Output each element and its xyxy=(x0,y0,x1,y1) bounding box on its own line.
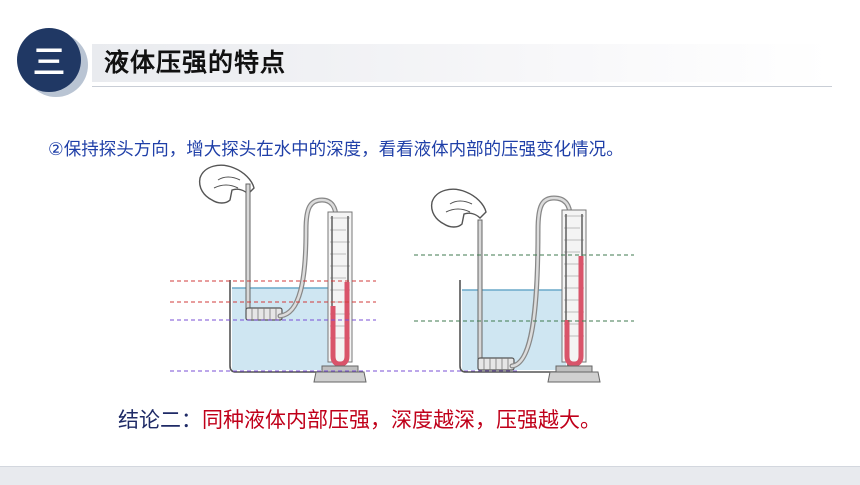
conclusion-body: 同种液体内部压强，深度越深，压强越大。 xyxy=(202,408,601,432)
page-title: 液体压强的特点 xyxy=(104,48,287,77)
conclusion-prefix: 结论二： xyxy=(118,408,202,432)
right-probe-rod xyxy=(477,219,483,363)
experiment-illustration xyxy=(170,164,634,383)
right-hand-icon xyxy=(430,188,487,228)
left-probe-rod xyxy=(245,183,251,311)
right-stand-base xyxy=(555,365,593,373)
instruction-text: ②保持探头方向，增大探头在水中的深度，看看液体内部的压强变化情况。 xyxy=(48,140,624,160)
left-manometer-liquid xyxy=(330,282,350,367)
conclusion-text: 结论二：同种液体内部压强，深度越深，压强越大。 xyxy=(118,404,601,434)
right-setup xyxy=(414,188,634,383)
section-header: 三 液体压强的特点 xyxy=(0,0,860,100)
title-bar xyxy=(92,44,832,82)
footer-bar xyxy=(0,466,860,485)
left-setup xyxy=(170,164,520,383)
section-number-badge: 三 xyxy=(17,28,81,92)
title-divider xyxy=(92,86,832,87)
right-manometer-liquid xyxy=(564,256,584,367)
left-hand-icon xyxy=(198,164,255,204)
